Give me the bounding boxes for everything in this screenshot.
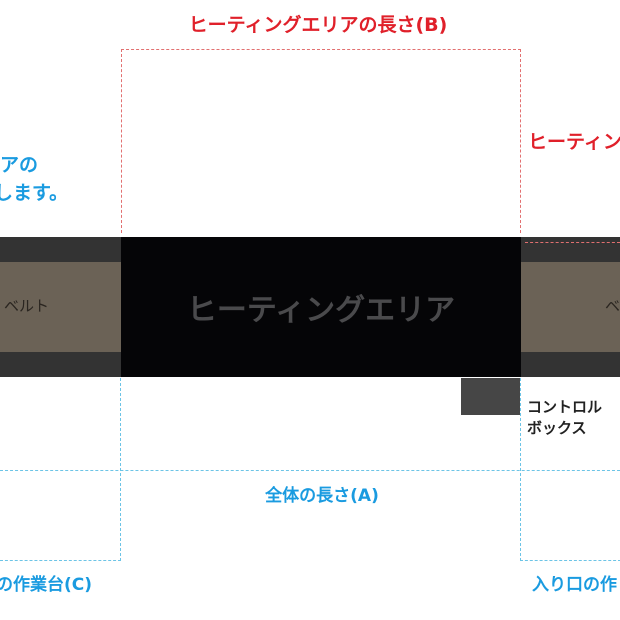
table-right-guide (520, 378, 620, 561)
belt-left: ベルト (0, 237, 121, 377)
belt-right: ベ (521, 237, 620, 377)
belt-left-label: ベルト (4, 297, 50, 315)
belt-surface (0, 262, 121, 352)
control-box-label: コントロル ボックス (527, 397, 602, 439)
heating-length-guide (121, 49, 521, 233)
total-length-label: 全体の長さ(A) (265, 486, 379, 506)
heating-area-label: ヒーティングエリア (186, 293, 456, 328)
total-length-guide (0, 470, 620, 471)
left-note-line1: アの (0, 154, 39, 176)
table-left-guide (0, 378, 121, 561)
heating-guide-right (525, 242, 620, 243)
table-left-label: の作業台(C) (0, 575, 93, 595)
heating-length-label: ヒーティングエリアの長さ(B) (188, 14, 448, 36)
heating-area: ヒーティングエリア (121, 237, 521, 377)
belt-surface (521, 262, 620, 352)
belt-right-label: ベ (605, 297, 620, 315)
control-box-label-line1: コントロル (527, 398, 603, 416)
table-right-label: 入り口の作 (532, 575, 617, 595)
control-box-label-line2: ボックス (527, 419, 587, 437)
left-note-line2: します。 (0, 182, 69, 204)
control-box (461, 378, 520, 415)
heating-length-label-right: ヒーティン (528, 131, 620, 153)
